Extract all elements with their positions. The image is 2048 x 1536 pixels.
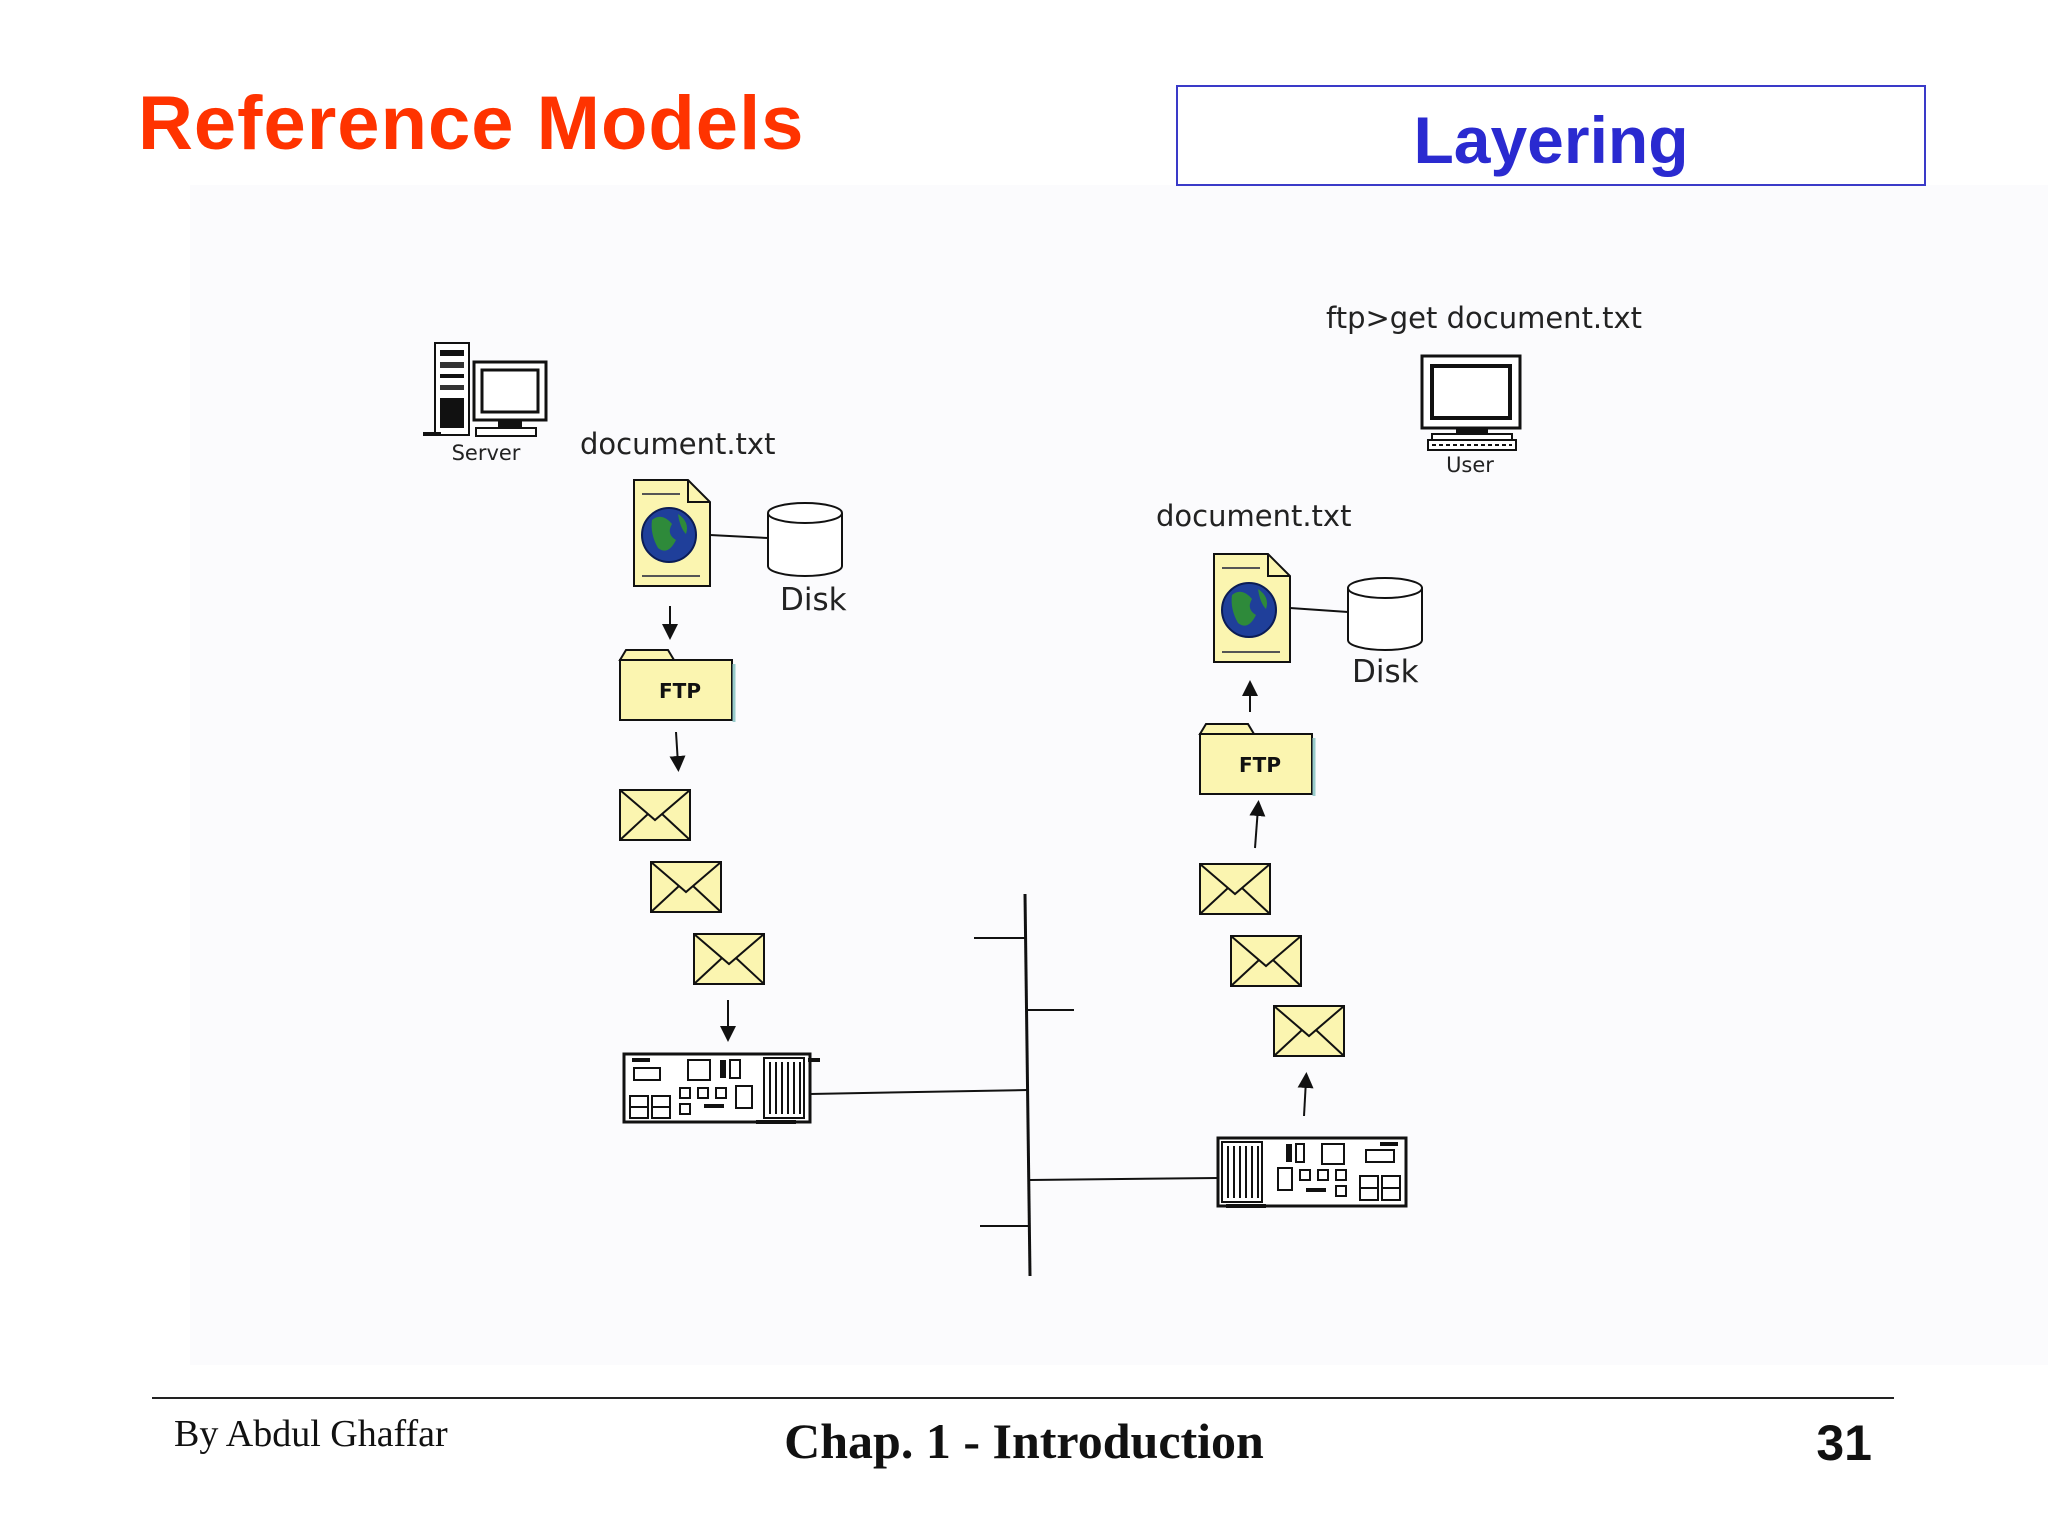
right-envelope-1-icon (1199, 863, 1271, 915)
footer-page-number: 31 (1816, 1415, 1872, 1471)
right-disk-icon (1347, 577, 1423, 651)
subtitle-box: Layering (1176, 85, 1926, 186)
left-envelope-3-icon (693, 933, 765, 985)
left-envelope-1-icon (619, 789, 691, 841)
left-disk-icon (767, 502, 843, 577)
left-network-card-icon (622, 1052, 820, 1124)
ftp-command-text: ftp>get document.txt (1326, 301, 1642, 335)
right-envelope-3-icon (1273, 1005, 1345, 1057)
left-document-icon (633, 479, 711, 587)
footer-divider (152, 1397, 1894, 1399)
user-label: User (1446, 453, 1494, 477)
left-disk-label: Disk (780, 582, 847, 618)
right-network-card-icon (1216, 1136, 1408, 1208)
server-icon (423, 342, 548, 437)
right-disk-label: Disk (1352, 654, 1419, 690)
right-document-icon (1213, 553, 1291, 663)
slide-subtitle: Layering (1413, 102, 1689, 177)
network-backbone (809, 893, 1219, 1277)
left-file-label: document.txt (580, 427, 775, 461)
right-ftp-label: FTP (1239, 753, 1281, 777)
right-envelope-2-icon (1230, 935, 1302, 987)
footer-chapter: Chap. 1 - Introduction (784, 1413, 1264, 1469)
right-file-label: document.txt (1156, 499, 1351, 533)
left-ftp-folder-icon (618, 649, 736, 722)
left-envelope-2-icon (650, 861, 722, 913)
left-ftp-label: FTP (659, 679, 701, 703)
slide-title: Reference Models (138, 81, 805, 166)
user-computer-icon (1420, 354, 1522, 451)
server-label: Server (452, 441, 521, 465)
footer-author: By Abdul Ghaffar (174, 1413, 448, 1455)
right-ftp-folder-icon (1198, 723, 1316, 796)
